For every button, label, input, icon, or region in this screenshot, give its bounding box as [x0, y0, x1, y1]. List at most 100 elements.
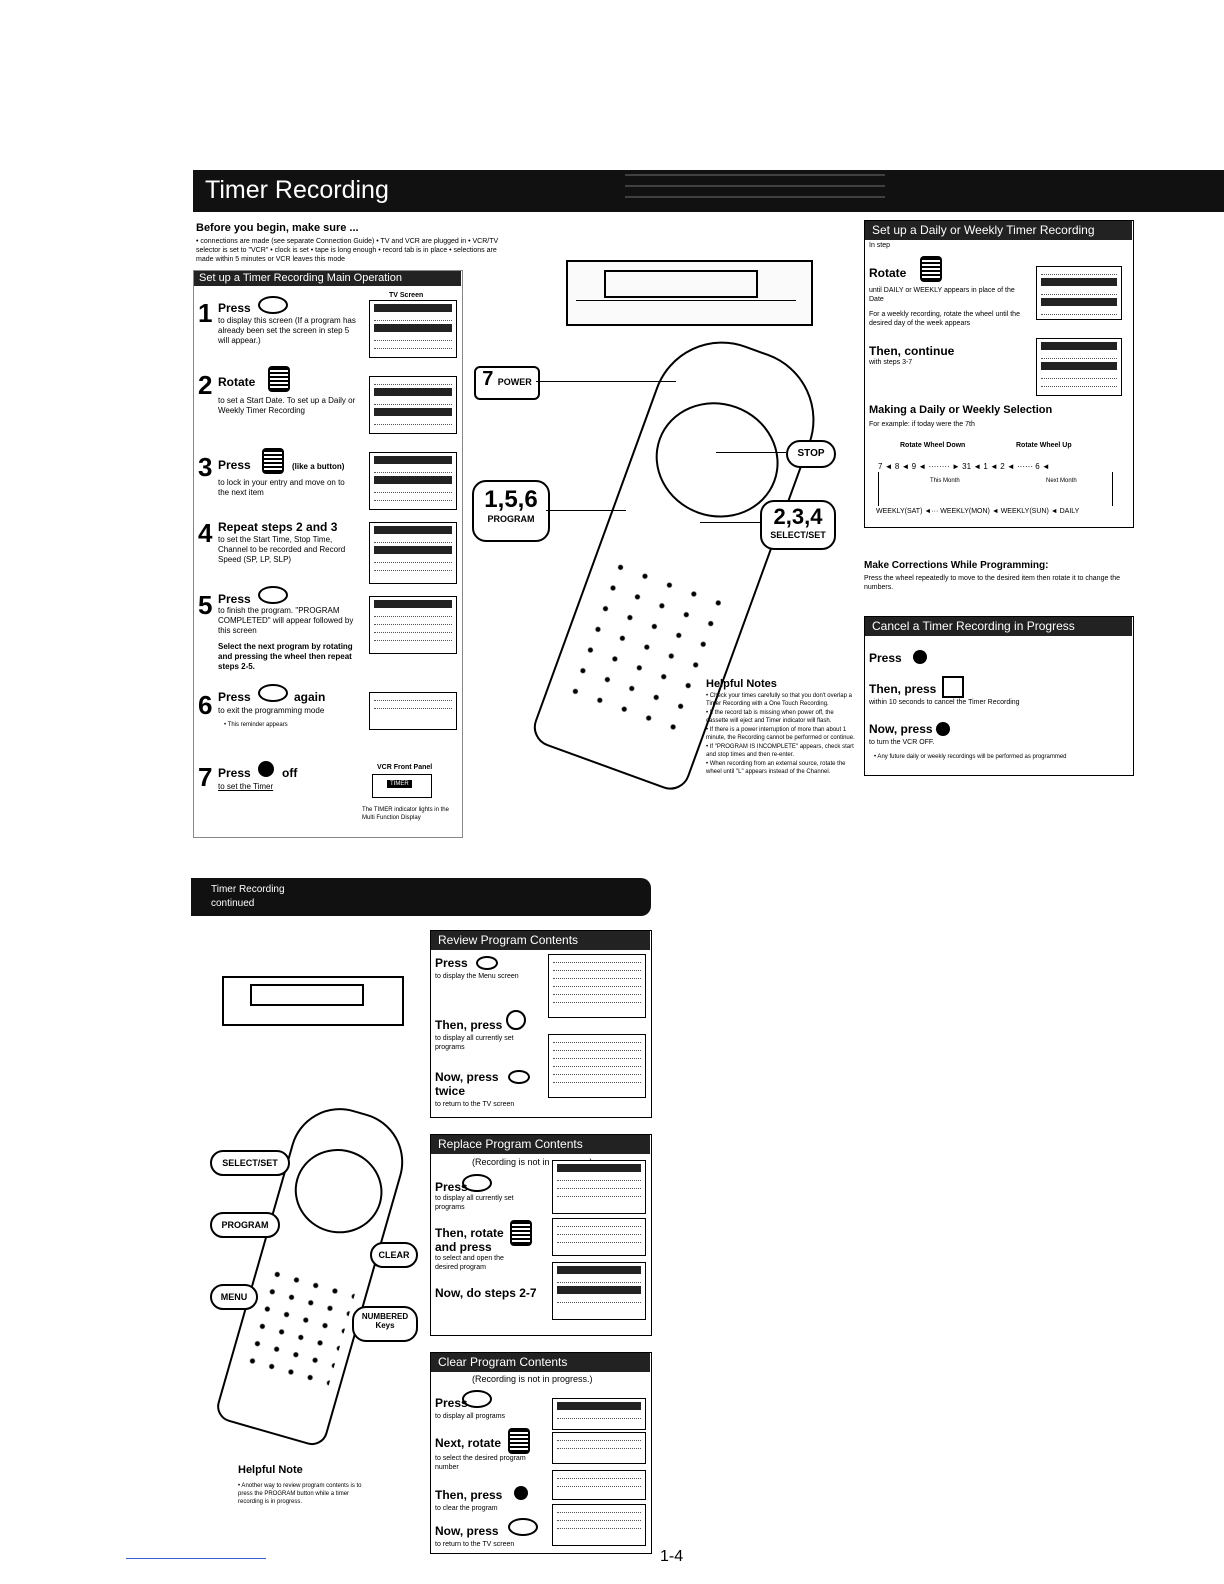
replace-now-do: Now, do steps 2-7	[435, 1286, 537, 1300]
replace-press-desc: to display all currently set programs	[435, 1195, 514, 1211]
replace-then-rotate: Then, rotate	[435, 1226, 504, 1240]
program-callout-label: PROGRAM	[487, 514, 535, 524]
clear-now-press: Now, press	[435, 1524, 499, 1538]
select-callout-label: SELECT/SET	[770, 530, 826, 540]
review-press-desc: to display the Menu screen	[435, 973, 519, 980]
review-box	[430, 930, 652, 1118]
before-line-3: made within 5 minutes or VCR leaves this…	[196, 256, 346, 263]
step-3-number: 3	[198, 452, 213, 482]
menu-screen	[548, 954, 646, 1018]
step-7-extra: off	[282, 766, 298, 780]
tv-screen-1	[369, 300, 457, 358]
step-2-title: Rotate	[218, 375, 256, 389]
step-5-desc: to finish the program. "PROGRAM COMPLETE…	[218, 606, 354, 635]
tv-screen-label: TV Screen	[389, 292, 424, 299]
title-subtext	[625, 174, 885, 206]
review-then-press: Then, press	[435, 1018, 503, 1032]
cancel-then-press: Then, press	[869, 682, 937, 696]
daily-weekly-rotate: Rotate	[869, 266, 907, 280]
clear-wheel-icon	[508, 1428, 530, 1454]
step-1-title: Press	[218, 301, 251, 315]
helpful-note-item: • When recording from an external source…	[706, 761, 846, 775]
helpful-note-item: • If there is a power interruption of mo…	[706, 727, 855, 741]
cancel-title: Cancel a Timer Recording in Progress	[864, 616, 1132, 636]
daily-weekly-rotate-desc: until DAILY or WEEKLY appears in place o…	[869, 287, 1015, 303]
wheel-icon	[268, 366, 290, 392]
replace-wheel-icon	[510, 1220, 532, 1246]
vcr-top-illustration	[566, 260, 813, 326]
select-callout-num: 2,3,4	[773, 504, 823, 529]
helpful-note-item: • Check your times carefully so that you…	[706, 693, 852, 707]
page-title: Timer Recording	[205, 176, 389, 204]
left-menu-callout: MENU	[210, 1284, 258, 1310]
clear-next-desc: to select the desired program number	[435, 1455, 526, 1471]
program-button-icon	[258, 296, 288, 314]
before-line-1: • connections are made (see separate Con…	[196, 238, 499, 245]
main-section-box	[193, 270, 463, 838]
tv-screen-5	[369, 596, 457, 654]
clear-press: Press	[435, 1396, 468, 1410]
cancel-box	[864, 616, 1134, 776]
select-leader	[700, 522, 760, 523]
footer-link-line	[126, 1558, 266, 1559]
replace-press: Press	[435, 1180, 468, 1194]
this-month-label: This Month	[930, 478, 960, 484]
clear-screen-3	[552, 1470, 646, 1500]
cancel-press: Press	[869, 651, 902, 665]
helpful-note-title: Helpful Note	[238, 1464, 303, 1476]
cancel-note: • Any future daily or weekly recordings …	[874, 754, 1067, 760]
menu-button-icon-2	[508, 1068, 530, 1086]
vcr-lower-illustration	[222, 976, 404, 1026]
helpful-note-item: • If "PROGRAM IS INCOMPLETE" appears, ch…	[706, 744, 854, 758]
power-button-icon	[258, 760, 274, 778]
step-7-number: 7	[198, 762, 213, 792]
cancel-then-desc: within 10 seconds to cancel the Timer Re…	[869, 699, 1020, 706]
tv-screen-6	[369, 692, 457, 730]
power-callout-num: 7	[482, 368, 494, 390]
continued-banner: Timer Recording continued	[191, 878, 651, 916]
wheel-press-icon	[262, 448, 284, 474]
power-callout-label: POWER	[497, 377, 532, 387]
cancel-power-icon-2	[936, 720, 950, 738]
review-twice: twice	[435, 1084, 466, 1098]
stop-callout: STOP	[786, 440, 836, 468]
daily-weekly-rotate-desc-2: For a weekly recording, rotate the wheel…	[869, 311, 1020, 327]
review-title: Review Program Contents	[430, 930, 650, 950]
replace-screen-2	[552, 1218, 646, 1256]
cancel-now-press: Now, press	[869, 722, 933, 736]
timer-note: The TIMER indicator lights in the Multi …	[362, 807, 449, 821]
step-6-number: 6	[198, 690, 213, 720]
continued-line-1: Timer Recording	[211, 884, 285, 895]
program-button-icon-3	[258, 684, 288, 702]
step-7-desc: to set the Timer	[218, 782, 274, 791]
program-button-icon-4	[462, 1174, 492, 1192]
clear-screen-4	[552, 1504, 646, 1546]
vcr-front-panel: TIMER	[372, 774, 432, 798]
step-1-desc: to display this screen (If a program has…	[218, 316, 356, 345]
step-3-extra: (like a button)	[292, 462, 345, 471]
tv-screen-3	[369, 452, 457, 510]
clear-now-desc: to return to the TV screen	[435, 1541, 515, 1548]
step-4-desc: to set the Start Time, Stop Time, Channe…	[218, 535, 346, 564]
replace-then-desc: to select and open the desired program	[435, 1255, 504, 1271]
replace-screen-1	[552, 1160, 646, 1214]
step-7-title: Press	[218, 766, 251, 780]
cancel-stop-icon	[942, 676, 964, 698]
continued-line-2: continued	[211, 898, 255, 909]
daily-screen-2	[1036, 338, 1122, 396]
cancel-power-icon	[913, 648, 927, 666]
step-6-extra: again	[294, 690, 326, 704]
wheel-down-label: Rotate Wheel Down	[900, 442, 966, 449]
bracket-left	[878, 472, 879, 506]
left-program-callout: PROGRAM	[210, 1212, 280, 1238]
making-selection-title: Making a Daily or Weekly Selection	[869, 404, 1053, 416]
power-leader	[536, 381, 676, 382]
corrections-desc: Press the wheel repeatedly to move to th…	[864, 575, 1121, 591]
step-4-number: 4	[198, 518, 213, 548]
clear-screen-2	[552, 1432, 646, 1464]
program-callout: 1,5,6 PROGRAM	[472, 480, 550, 542]
before-heading: Before you begin, make sure ...	[196, 222, 359, 234]
numbered-label: NUMBERED	[361, 1312, 409, 1321]
left-clear-callout: CLEAR	[370, 1242, 418, 1268]
remote-lower-illustration	[182, 1087, 436, 1451]
